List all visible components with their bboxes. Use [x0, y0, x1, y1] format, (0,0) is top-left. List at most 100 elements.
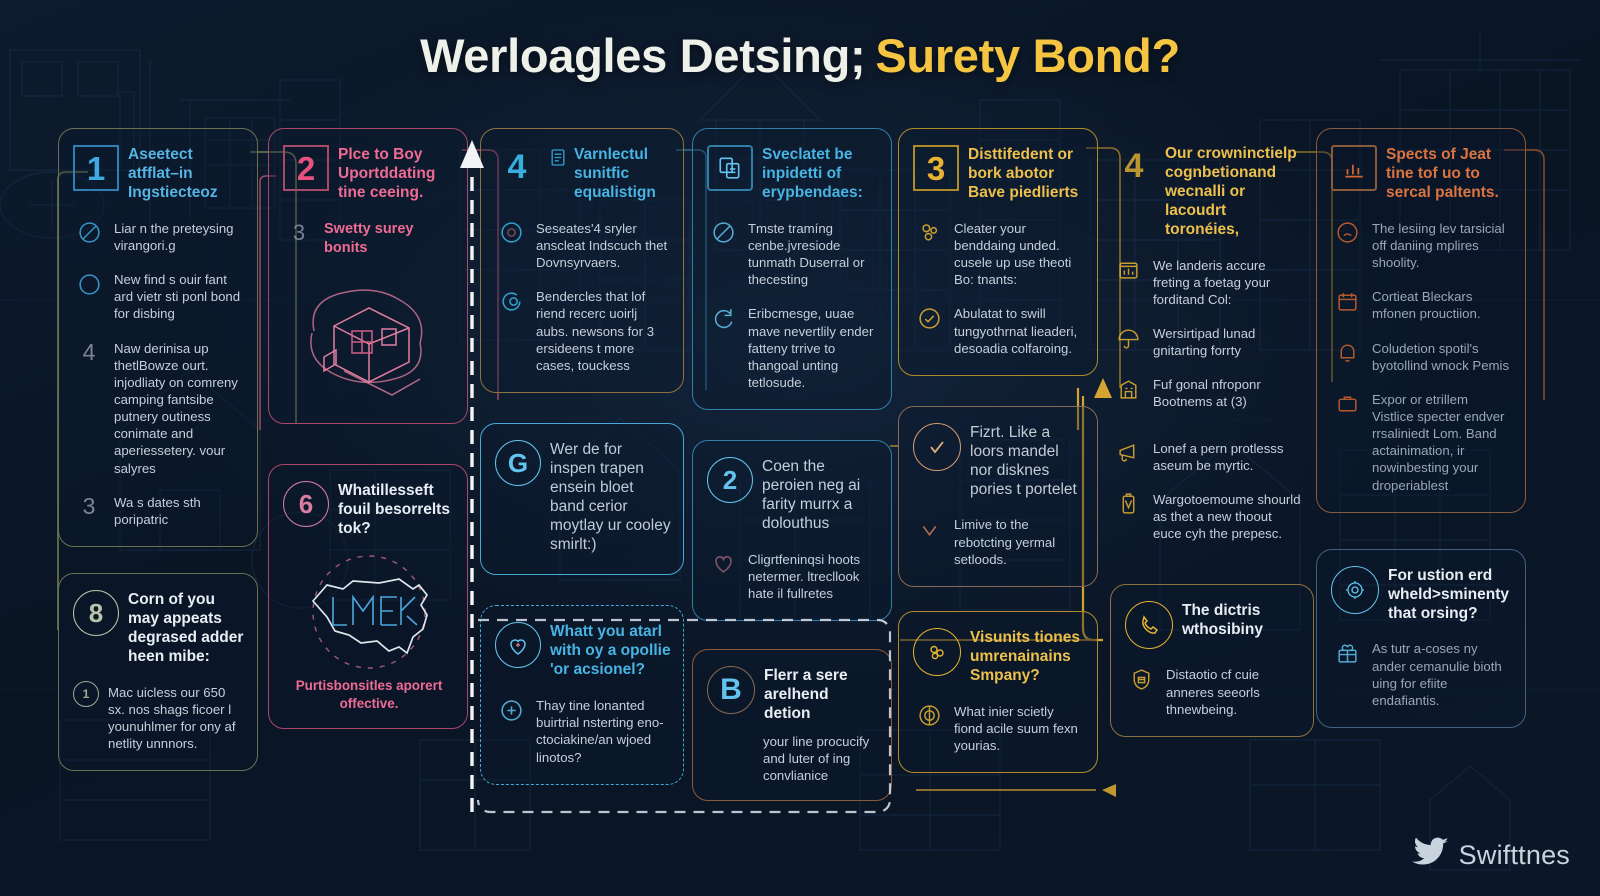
list-item-text: Naw derinisa up thetlBowze ourt. injodli…	[114, 340, 238, 476]
card-2-heading: Corn of you may appeats degrased adder h…	[128, 591, 244, 665]
circle-icon	[73, 268, 105, 300]
sad-face-icon	[1331, 217, 1363, 249]
list-item-text: Distaotio cf cuie anneres seeorls thnewb…	[1166, 667, 1260, 717]
card-16-heading: Spects of Jeat tine tof uo to sercal pal…	[1386, 146, 1499, 201]
isometric-house-icon	[283, 271, 455, 401]
card-7[interactable]: Whatt you atarl with oy a opollie 'or ac…	[480, 605, 684, 785]
heart-outline-icon	[707, 548, 739, 580]
usa-map-icon	[283, 553, 455, 671]
list-item-text: Thay tine lonanted buirtrial nsterting e…	[536, 698, 664, 765]
card-13-heading: Visunits tiones umrenainains Smpany?	[970, 628, 1080, 684]
numeral-3-icon: 3	[292, 219, 306, 245]
list-item: Bendercles that lof riend recerc uoirlj …	[495, 285, 671, 374]
title-accent-text: Surety Bond?	[875, 29, 1180, 82]
column-3: 4 Varnlectul sunitfic equalistign Seseat…	[480, 128, 684, 803]
card-3-head: 2 Plce to Boy Uportddating tine ceeing.	[283, 145, 455, 203]
card-4[interactable]: 6 Whatillesseft fouil besorrelts tok? Pu…	[268, 464, 468, 729]
column-2: 2 Plce to Boy Uportddating tine ceeing. …	[268, 128, 468, 747]
card-3-heading: Plce to Boy Uportddating tine ceeing.	[338, 146, 436, 201]
watermark-brand: Swifttnes	[1458, 840, 1570, 870]
list-item: 3 Wa s dates sth poripatric	[73, 491, 245, 528]
list-item: As tutr a-coses ny ander cemanulie bioth…	[1331, 637, 1513, 709]
card-7-head: Whatt you atarl with oy a opollie 'or ac…	[495, 622, 671, 680]
twitter-bird-icon	[1411, 837, 1450, 874]
step-number-badge: 4	[507, 148, 527, 186]
list-item: Cleater your benddaing unded. cusele up …	[913, 217, 1085, 289]
spiral-icon	[495, 285, 527, 317]
list-item: The lesiing lev tarsicial off daniing mp…	[1331, 217, 1513, 271]
list-item: We landeris accure freting a foetag your…	[1112, 254, 1302, 308]
card-3[interactable]: 2 Plce to Boy Uportddating tine ceeing. …	[268, 128, 468, 425]
list-item-text: Limive to the rebotcting yermal setloods…	[954, 517, 1056, 567]
phone-circle-icon	[1125, 601, 1173, 650]
list-item-text: Wersirtipad lunad gnitarting forrty	[1153, 326, 1256, 359]
list-item: Cortieat Bleckars mfonen prouctiion.	[1331, 285, 1513, 322]
step-number-badge: 3	[913, 145, 959, 191]
card-17[interactable]: For ustion erd wheld>sminenty that orsin…	[1316, 548, 1526, 729]
column-6: 4 Our crowninctielp cognbetionand wecnal…	[1110, 128, 1314, 755]
card-1-head: 1 Aseetect atfflat–in Ingstiecteoz	[73, 145, 245, 203]
card-10-body: your line procucify and luter of ing con…	[763, 733, 870, 784]
card-9-head: 2 Coen the peroien neg ai farity murrx a…	[707, 457, 879, 534]
list-item: Expor or etrillem Vistlice specter endve…	[1331, 388, 1513, 494]
card-1[interactable]: 1 Aseetect atfflat–in Ingstiecteoz Liar …	[58, 128, 258, 548]
card-14-head: 4 Our crowninctielp cognbetionand wecnal…	[1112, 144, 1302, 240]
column-1: 1 Aseetect atfflat–in Ingstiecteoz Liar …	[58, 128, 258, 789]
card-12[interactable]: Fizrt. Like a loors mandel nor disknes p…	[898, 405, 1098, 587]
copy-documents-icon	[707, 145, 753, 191]
card-11-head: 3 Disttifedent or bork abotor Bave piedl…	[913, 145, 1085, 203]
list-item-text: Wargotoemoume shourld as thet a new thoo…	[1153, 491, 1301, 542]
list-item-text: The lesiing lev tarsicial off daniing mp…	[1372, 220, 1505, 271]
list-item-text: Wa s dates sth poripatric	[114, 494, 201, 527]
list-item-text: Expor or etrillem Vistlice specter endve…	[1372, 391, 1505, 493]
calendar-icon	[1331, 285, 1363, 317]
building-icon	[1112, 373, 1144, 405]
card-15[interactable]: The dictris wthosibiny Distaotio cf cuie…	[1110, 584, 1314, 737]
card-9[interactable]: 2 Coen the peroien neg ai farity murrx a…	[692, 440, 892, 622]
card-4-caption: Purtisbonsitles aporert offective.	[295, 678, 443, 711]
list-item-text: Liar n the preteysing virangori.g	[114, 220, 234, 253]
list-item: Liar n the preteysing virangori.g	[73, 217, 245, 254]
step-number-badge: 1	[73, 145, 119, 191]
step-number-badge: 6	[283, 481, 329, 528]
card-10[interactable]: B Flerr a sere arelhend detion your line…	[692, 649, 892, 802]
card-13[interactable]: Visunits tiones umrenainains Smpany? Wha…	[898, 610, 1098, 774]
plus-circle-icon	[495, 694, 527, 726]
card-14[interactable]: 4 Our crowninctielp cognbetionand wecnal…	[1110, 128, 1314, 560]
card-6[interactable]: G Wer de for inspen trapen ensein bloet …	[480, 422, 684, 576]
step-number-badge: 2	[283, 145, 329, 191]
watermark: Swifttnes	[1411, 837, 1570, 874]
heart-shield-icon	[495, 622, 541, 669]
card-16-head: Spects of Jeat tine tof uo to sercal pal…	[1331, 145, 1513, 203]
card-8-heading: Sveclatet be inpidetti of erypbendaes:	[762, 146, 863, 201]
card-8[interactable]: Sveclatet be inpidetti of erypbendaes: T…	[692, 128, 892, 411]
list-item: Abulatat to swill tungyothrnat lieaderi,…	[913, 302, 1085, 356]
umbrella-icon	[1112, 322, 1144, 354]
list-item: Wargotoemoume shourld as thet a new thoo…	[1112, 488, 1302, 542]
list-item: Eribcmesge, uuae mave nevertlily ender f…	[707, 302, 879, 391]
card-14-heading: Our crowninctielp cognbetionand wecnalli…	[1165, 145, 1297, 238]
list-item: 3 Swetty surey bonits	[283, 217, 455, 258]
numeral-4-icon: 4	[82, 339, 96, 365]
bank-shield-icon	[1125, 663, 1157, 695]
globe-circle-icon	[913, 700, 945, 732]
numeral-1-circle-icon: 1	[73, 680, 99, 707]
card-12-heading: Fizrt. Like a loors mandel nor disknes p…	[970, 423, 1077, 498]
list-item: 1 Mac uicless our 650 sx. nos shags fico…	[73, 680, 245, 753]
list-item-text: What inier scietly fiond acile suum fexn…	[954, 703, 1078, 753]
card-5[interactable]: 4 Varnlectul sunitfic equalistign Seseat…	[480, 128, 684, 393]
no-entry-icon	[73, 217, 105, 249]
list-item: Seseates'4 sryler anscleat Indscuch thet…	[495, 217, 671, 271]
list-item-text: Mac uicless our 650 sx. nos shags ficoer…	[108, 684, 236, 752]
page-title: Werloagles Detsing;Surety Bond?	[0, 28, 1600, 83]
bar-chart-icon	[1331, 145, 1377, 191]
column-7: Spects of Jeat tine tof uo to sercal pal…	[1316, 128, 1526, 746]
column-4: Sveclatet be inpidetti of erypbendaes: T…	[692, 128, 892, 819]
bank-chart-icon	[1112, 254, 1144, 286]
card-11[interactable]: 3 Disttifedent or bork abotor Bave piedl…	[898, 128, 1098, 376]
bottle-icon	[1112, 488, 1144, 520]
step-number-badge: 2	[707, 457, 753, 504]
gift-icon	[1331, 637, 1363, 669]
card-2[interactable]: 8 Corn of you may appeats degrased adder…	[58, 573, 258, 772]
card-16[interactable]: Spects of Jeat tine tof uo to sercal pal…	[1316, 128, 1526, 513]
